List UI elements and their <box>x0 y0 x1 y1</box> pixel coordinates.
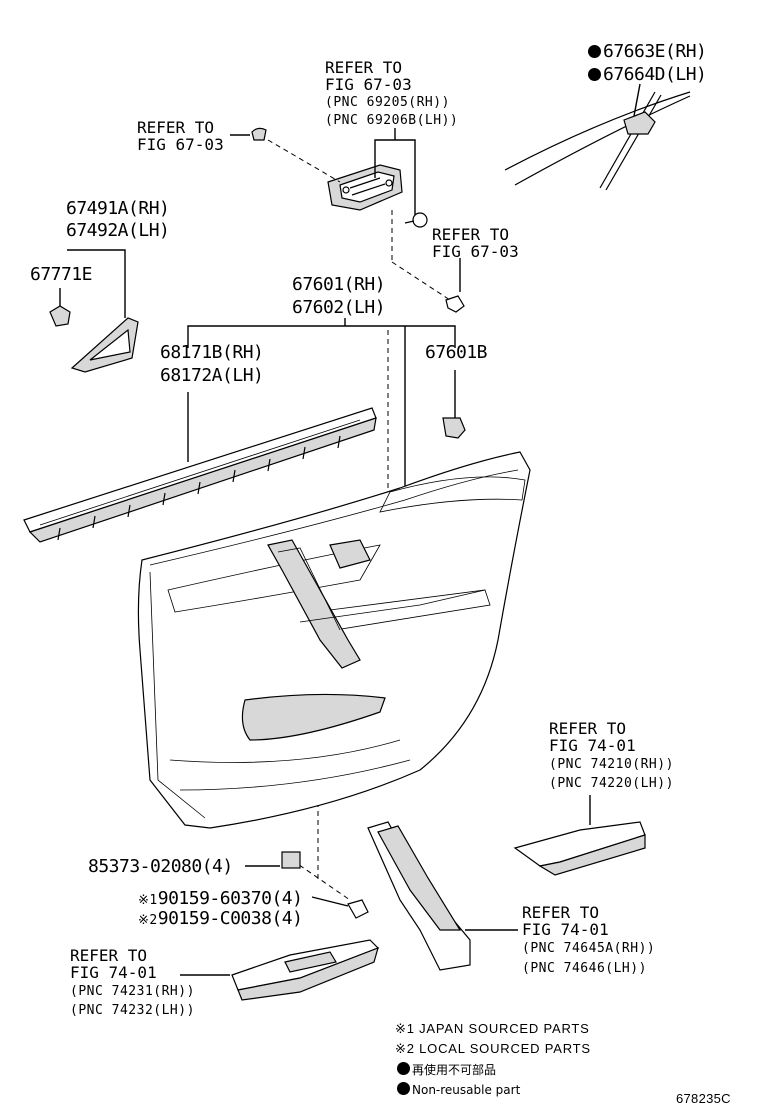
figure-id: 678235C <box>676 1091 731 1106</box>
pull-handle-bezel <box>367 821 518 971</box>
ref-7401c-fig: FIG 74-01 <box>70 963 157 982</box>
part-67663e: 67663E(RH) <box>588 43 707 61</box>
part-67602: 67602(LH) <box>292 297 386 318</box>
ref-7401b-refer: REFER TO <box>522 903 600 922</box>
armrest-bracket <box>267 539 486 669</box>
ref-7401b-fig: FIG 74-01 <box>522 920 609 939</box>
part-68171b: 68171B(RH) <box>160 342 264 363</box>
ref-mid-refer: REFER TO <box>432 225 510 244</box>
inside-handle-bezel <box>327 164 403 211</box>
note-non-reusable-en: Non-reusable part <box>397 1082 520 1096</box>
ref-7401a-fig: FIG 74-01 <box>549 736 636 755</box>
clip-top-left <box>230 127 267 141</box>
non-reusable-dot-icon <box>588 68 601 81</box>
note-non-reusable-jp: 再使用不可部品 <box>397 1062 496 1076</box>
part-68172a: 68172A(LH) <box>160 365 264 386</box>
part-67664d: 67664D(LH) <box>588 66 707 84</box>
non-reusable-dot-icon <box>397 1062 410 1075</box>
clip-67771e <box>49 305 71 327</box>
ref-top-fig: FIG 67-03 <box>325 75 412 94</box>
screw-90159 <box>311 896 369 919</box>
clip-85373 <box>245 851 301 869</box>
part-67771e: 67771E <box>30 264 93 285</box>
ref-7401b-pnc-lh: (PNC 74646(LH)) <box>522 961 647 976</box>
non-reusable-dot-icon <box>397 1082 410 1095</box>
ref-7401c-pnc-rh: (PNC 74231(RH)) <box>70 984 195 999</box>
weatherstrip-68171b <box>23 407 377 543</box>
screw-handle <box>404 212 428 228</box>
part-90159-local: ※290159-C0038(4) <box>138 908 303 929</box>
ref-7401c-pnc-lh: (PNC 74232(LH)) <box>70 1003 195 1018</box>
part-85373: 85373-02080(4) <box>88 856 233 877</box>
non-reusable-dot-icon <box>588 45 601 58</box>
part-67491a: 67491A(RH) <box>66 198 170 219</box>
ref-top-pnc-lh: (PNC 69206B(LH)) <box>325 113 459 128</box>
screw-mid <box>445 258 465 313</box>
ref-7401b-pnc-rh: (PNC 74645A(RH)) <box>522 941 656 956</box>
ref-left-refer: REFER TO <box>137 118 215 137</box>
ref-left-fig: FIG 67-03 <box>137 135 224 154</box>
ref-7401c-refer: REFER TO <box>70 946 148 965</box>
armrest-garnish-74210 <box>513 795 646 876</box>
part-90159-jp: ※190159-60370(4) <box>138 888 303 909</box>
ref-7401a-pnc-lh: (PNC 74220(LH)) <box>549 776 674 791</box>
corner-cover-67491a <box>59 249 139 373</box>
part-67492a: 67492A(LH) <box>66 220 170 241</box>
ref-7401a-refer: REFER TO <box>549 719 627 738</box>
ref-7401a-pnc-rh: (PNC 74210(RH)) <box>549 757 674 772</box>
ref-top-pnc-rh: (PNC 69205(RH)) <box>325 95 450 110</box>
window-glass-edge <box>504 83 691 191</box>
clip-67601b <box>442 417 466 439</box>
note-local-sourced: ※2 LOCAL SOURCED PARTS <box>395 1041 591 1056</box>
note-japan-sourced: ※1 JAPAN SOURCED PARTS <box>395 1021 590 1036</box>
ref-top-refer: REFER TO <box>325 58 403 77</box>
switch-panel-74231 <box>180 939 380 1001</box>
part-67601b: 67601B <box>425 342 488 363</box>
ref-mid-fig: FIG 67-03 <box>432 242 519 261</box>
part-67601: 67601(RH) <box>292 274 386 295</box>
